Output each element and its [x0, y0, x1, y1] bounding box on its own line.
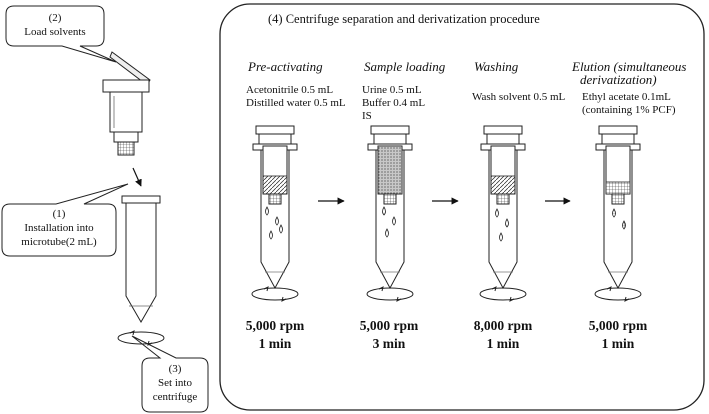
droplet — [392, 216, 396, 226]
callout-centrifuge-text-2: centrifuge — [152, 391, 198, 403]
stage-reagent-line: Urine 0.5 mL — [362, 84, 422, 96]
rotation-ring-icon — [251, 287, 299, 301]
stage-time: 1 min — [258, 336, 292, 351]
callout-install-text-1: Installation into — [24, 222, 94, 234]
procedure-panel-frame — [219, 3, 705, 411]
callout-install-bubble — [1, 183, 129, 257]
sorbent-bed — [605, 181, 631, 195]
callout-load-bubble — [5, 5, 117, 63]
stage-title-line2: derivatization) — [580, 72, 657, 87]
stage-reagent-line: Buffer 0.4 mL — [362, 97, 426, 109]
rotation-arrowhead — [491, 286, 497, 292]
spe-cartridge-illustration — [102, 51, 151, 156]
stage-reagent-line: Distilled water 0.5 mL — [246, 97, 346, 109]
cartridge-collar — [601, 133, 635, 145]
sorbent-bed — [377, 145, 403, 195]
microtube-illustration — [121, 195, 161, 324]
cartridge-tip — [268, 193, 282, 205]
cartridge-cap — [483, 125, 523, 135]
rotation-ring-icon — [117, 330, 165, 346]
rotation-arrowhead — [509, 296, 515, 302]
droplet — [265, 206, 269, 216]
sorbent-bed — [262, 175, 288, 195]
stage-reagent-line: Acetonitrile 0.5 mL — [246, 84, 334, 96]
stage-title: Pre-activating — [248, 59, 323, 74]
stage-time: 3 min — [372, 336, 406, 351]
droplet — [499, 232, 503, 242]
droplet — [279, 224, 283, 234]
stage-title: Washing — [474, 59, 519, 74]
stage-rpm: 5,000 rpm — [359, 318, 419, 333]
cartridge-collar — [258, 133, 292, 145]
droplet — [269, 230, 273, 240]
cartridge-cap — [370, 125, 410, 135]
install-arrow — [132, 167, 142, 187]
stage-reagent-line: (containing 1% PCF) — [582, 104, 676, 116]
cartridge-cap — [255, 125, 295, 135]
stage-time: 1 min — [601, 336, 635, 351]
droplet — [505, 218, 509, 228]
rotation-arrowhead — [606, 286, 612, 292]
cartridge-tip — [611, 193, 625, 205]
rotation-arrowhead — [624, 296, 630, 302]
stage-reagent-line: Ethyl acetate 0.1mL — [582, 91, 671, 103]
rotation-arrowhead — [396, 296, 402, 302]
callout-load-text: Load solvents — [24, 26, 86, 38]
droplet — [612, 208, 616, 218]
callout-centrifuge-bubble — [131, 335, 209, 413]
panel-title: (4) Centrifuge separation and derivatiza… — [268, 12, 540, 26]
cartridge-tip — [496, 193, 510, 205]
cartridge-collar — [486, 133, 520, 145]
stage-rpm: 5,000 rpm — [245, 318, 305, 333]
stage-rpm: 5,000 rpm — [588, 318, 648, 333]
stage-illustrations — [251, 125, 642, 302]
stage-rpm: 8,000 rpm — [473, 318, 533, 333]
cartridge-cap — [598, 125, 638, 135]
cartridge-tip — [383, 193, 397, 205]
callout-install-text-2: microtube(2 mL) — [21, 236, 97, 248]
rotation-ring-icon — [366, 287, 414, 301]
droplet — [382, 206, 386, 216]
droplet — [275, 216, 279, 226]
rotation-ring-icon — [479, 287, 527, 301]
callout-install-number: (1) — [52, 208, 66, 220]
rotation-arrowhead — [263, 286, 269, 292]
droplet — [495, 208, 499, 218]
sorbent-bed — [490, 175, 516, 195]
callout-centrifuge-text-1: Set into — [158, 377, 192, 389]
rotation-ring-icon — [594, 287, 642, 301]
stage-reagent-line: IS — [362, 110, 372, 122]
droplet — [385, 228, 389, 238]
callout-centrifuge-number: (3) — [168, 363, 182, 375]
rotation-arrowhead — [378, 286, 384, 292]
stage-title: Sample loading — [364, 59, 446, 74]
cartridge-collar — [373, 133, 407, 145]
stage-title: Elution (simultaneous — [572, 59, 687, 74]
callout-load-number: (2) — [48, 12, 62, 24]
droplet — [622, 220, 626, 230]
stage-reagent-line: Wash solvent 0.5 mL — [472, 91, 566, 103]
rotation-arrowhead — [281, 296, 287, 302]
stage-time: 1 min — [486, 336, 520, 351]
